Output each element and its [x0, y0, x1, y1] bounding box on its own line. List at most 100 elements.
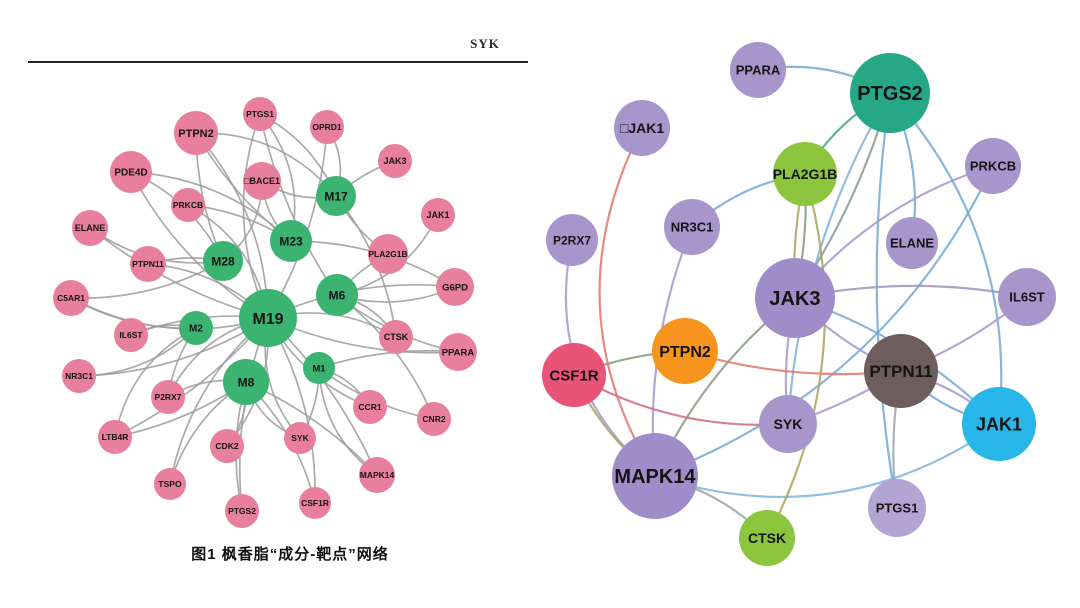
edge-PTGS2-PTGS1	[875, 91, 899, 510]
node-circle	[310, 110, 344, 144]
right-node-JAK1: JAK1	[962, 387, 1036, 461]
left-node-PTGS2: PTGS2	[225, 494, 259, 528]
edge-PRKCB-MAPK14	[653, 164, 995, 478]
left-node-G6PD: G6PD	[436, 268, 474, 306]
left-node-CSF1R: CSF1R	[299, 487, 331, 519]
left-node-PRKCB: PRKCB	[171, 188, 205, 222]
right-node-PTPN11: PTPN11	[864, 334, 938, 408]
left-node-NR3C1: NR3C1	[62, 359, 96, 393]
left-node-JAK3: JAK3	[378, 144, 412, 178]
right-node-PRKCB: PRKCB	[965, 138, 1021, 194]
node-circle	[614, 100, 670, 156]
left-node-P2RX7: P2RX7	[151, 380, 185, 414]
left-node-M17: M17	[316, 176, 356, 216]
node-circle	[270, 220, 312, 262]
node-circle	[171, 188, 205, 222]
node-circle	[243, 162, 281, 200]
node-circle	[114, 318, 148, 352]
left-node-M6: M6	[316, 274, 358, 316]
node-circle	[203, 241, 243, 281]
right-node-PPARA: PPARA	[730, 42, 786, 98]
node-circle	[174, 111, 218, 155]
right-node-JAK3: JAK3	[755, 258, 835, 338]
header-rule	[28, 61, 528, 63]
node-circle	[72, 210, 108, 246]
left-node-PTPN2: PTPN2	[174, 111, 218, 155]
edge-JAK1B-MAPK14	[598, 126, 657, 478]
right-node-PTGS2: PTGS2	[850, 53, 930, 133]
node-circle	[759, 395, 817, 453]
node-circle	[299, 487, 331, 519]
node-circle	[225, 494, 259, 528]
node-circle	[421, 198, 455, 232]
node-circle	[154, 468, 186, 500]
node-circle	[439, 333, 477, 371]
node-circle	[98, 420, 132, 454]
node-circle	[378, 144, 412, 178]
node-circle	[353, 390, 387, 424]
node-circle	[151, 380, 185, 414]
right-node-IL6ST: IL6ST	[998, 268, 1056, 326]
right-node-SYK: SYK	[759, 395, 817, 453]
right-node-P2RX7: P2RX7	[546, 214, 598, 266]
edge-CTSK-PLA2G1B	[765, 172, 826, 540]
left-node-M28: M28	[203, 241, 243, 281]
left-node-JAK1: JAK1	[421, 198, 455, 232]
right-node-PTPN2: PTPN2	[652, 318, 718, 384]
node-circle	[417, 402, 451, 436]
running-head: SYK	[470, 36, 500, 51]
node-circle	[359, 457, 395, 493]
left-nodes: M17M23M28M6M19M2M8M1PTGS1OPRD1PTPN2PDE4D…	[53, 97, 477, 528]
node-circle	[850, 53, 930, 133]
node-circle	[868, 479, 926, 537]
node-circle	[755, 258, 835, 338]
node-circle	[664, 199, 720, 255]
node-circle	[316, 176, 356, 216]
node-circle	[223, 359, 269, 405]
node-circle	[379, 320, 413, 354]
left-node-M19: M19	[239, 289, 297, 347]
left-node-PDE4D: PDE4D	[110, 151, 152, 193]
right-node-ELANE: ELANE	[886, 217, 938, 269]
edge-M6-PTGS1	[259, 113, 338, 296]
left-node-CTSK: CTSK	[379, 320, 413, 354]
node-circle	[368, 234, 408, 274]
right-node-MAPK14: MAPK14	[612, 433, 698, 519]
node-circle	[62, 359, 96, 393]
right-node-CSF1R: CSF1R	[542, 343, 606, 407]
right-node-JAK1B: □JAK1	[614, 100, 670, 156]
node-circle	[773, 142, 837, 206]
edge-PTGS2-JAK1	[888, 91, 1003, 426]
edge-PTGS2-SYK	[786, 91, 892, 426]
left-node-CCR1: CCR1	[353, 390, 387, 424]
node-circle	[110, 151, 152, 193]
left-node-M2: M2	[179, 311, 213, 345]
node-circle	[612, 433, 698, 519]
node-circle	[739, 510, 795, 566]
node-circle	[998, 268, 1056, 326]
node-circle	[965, 138, 1021, 194]
node-circle	[130, 246, 166, 282]
left-node-IL6ST: IL6ST	[114, 318, 148, 352]
node-circle	[210, 429, 244, 463]
figure-caption: 图1 枫香脂“成分-靶点”网络	[191, 546, 389, 563]
right-node-NR3C1: NR3C1	[664, 199, 720, 255]
node-circle	[886, 217, 938, 269]
node-circle	[730, 42, 786, 98]
left-node-OPRD1: OPRD1	[310, 110, 344, 144]
node-circle	[652, 318, 718, 384]
left-node-SYK: SYK	[284, 422, 316, 454]
left-node-PTGS1: PTGS1	[243, 97, 277, 131]
node-circle	[436, 268, 474, 306]
left-node-TSPO: TSPO	[154, 468, 186, 500]
node-circle	[864, 334, 938, 408]
node-circle	[542, 343, 606, 407]
left-node-BACE1: □BACE1	[243, 162, 281, 200]
node-circle	[243, 97, 277, 131]
left-node-PLA2G1B: PLA2G1B	[368, 234, 408, 274]
left-node-M23: M23	[270, 220, 312, 262]
left-node-ELANE: ELANE	[72, 210, 108, 246]
